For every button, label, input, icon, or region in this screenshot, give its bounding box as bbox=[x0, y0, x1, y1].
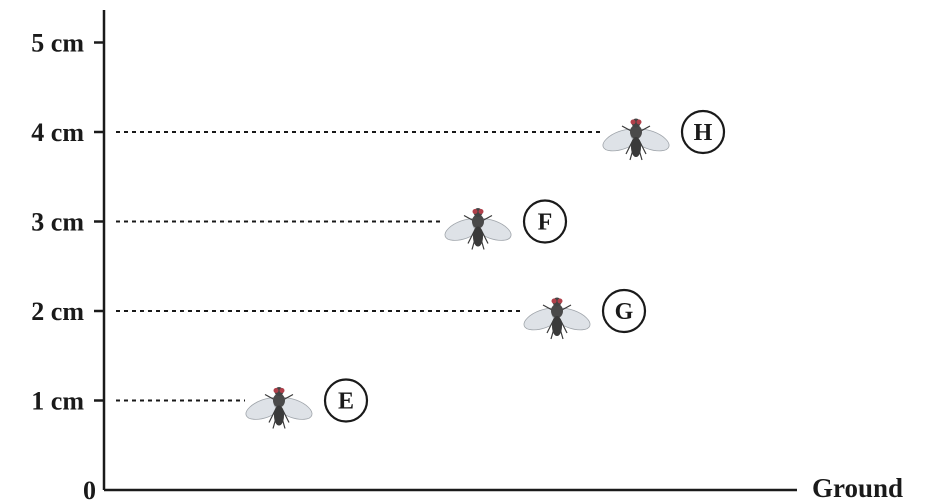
flies: E G F H bbox=[242, 109, 726, 430]
fly-label: E bbox=[338, 389, 354, 415]
fly-label: H bbox=[694, 120, 713, 146]
fly-label: G bbox=[615, 299, 634, 325]
fly-icon bbox=[599, 117, 673, 161]
fly-icon bbox=[441, 207, 515, 251]
fly-label-circle bbox=[522, 199, 568, 244]
fly-icon bbox=[520, 296, 594, 340]
y-tick-label: 3 cm bbox=[31, 208, 84, 237]
fly-label-circle bbox=[601, 288, 647, 334]
fly-icon bbox=[242, 386, 316, 430]
fly-label-circle bbox=[323, 378, 369, 423]
height-guides bbox=[116, 131, 602, 402]
fly-label-circle bbox=[680, 109, 726, 155]
y-tick-label: 1 cm bbox=[31, 387, 84, 416]
y-tick-label: 2 cm bbox=[31, 297, 84, 326]
ground-label: Ground bbox=[812, 473, 903, 503]
axis-ticks: 0 1 cm 2 cm 3 cm 4 cm 5 cm bbox=[31, 29, 104, 504]
y-tick-label: 5 cm bbox=[31, 29, 84, 58]
fly-label: F bbox=[538, 210, 553, 236]
y-tick-label: 4 cm bbox=[31, 118, 84, 147]
y-tick-label: 0 bbox=[83, 476, 96, 504]
